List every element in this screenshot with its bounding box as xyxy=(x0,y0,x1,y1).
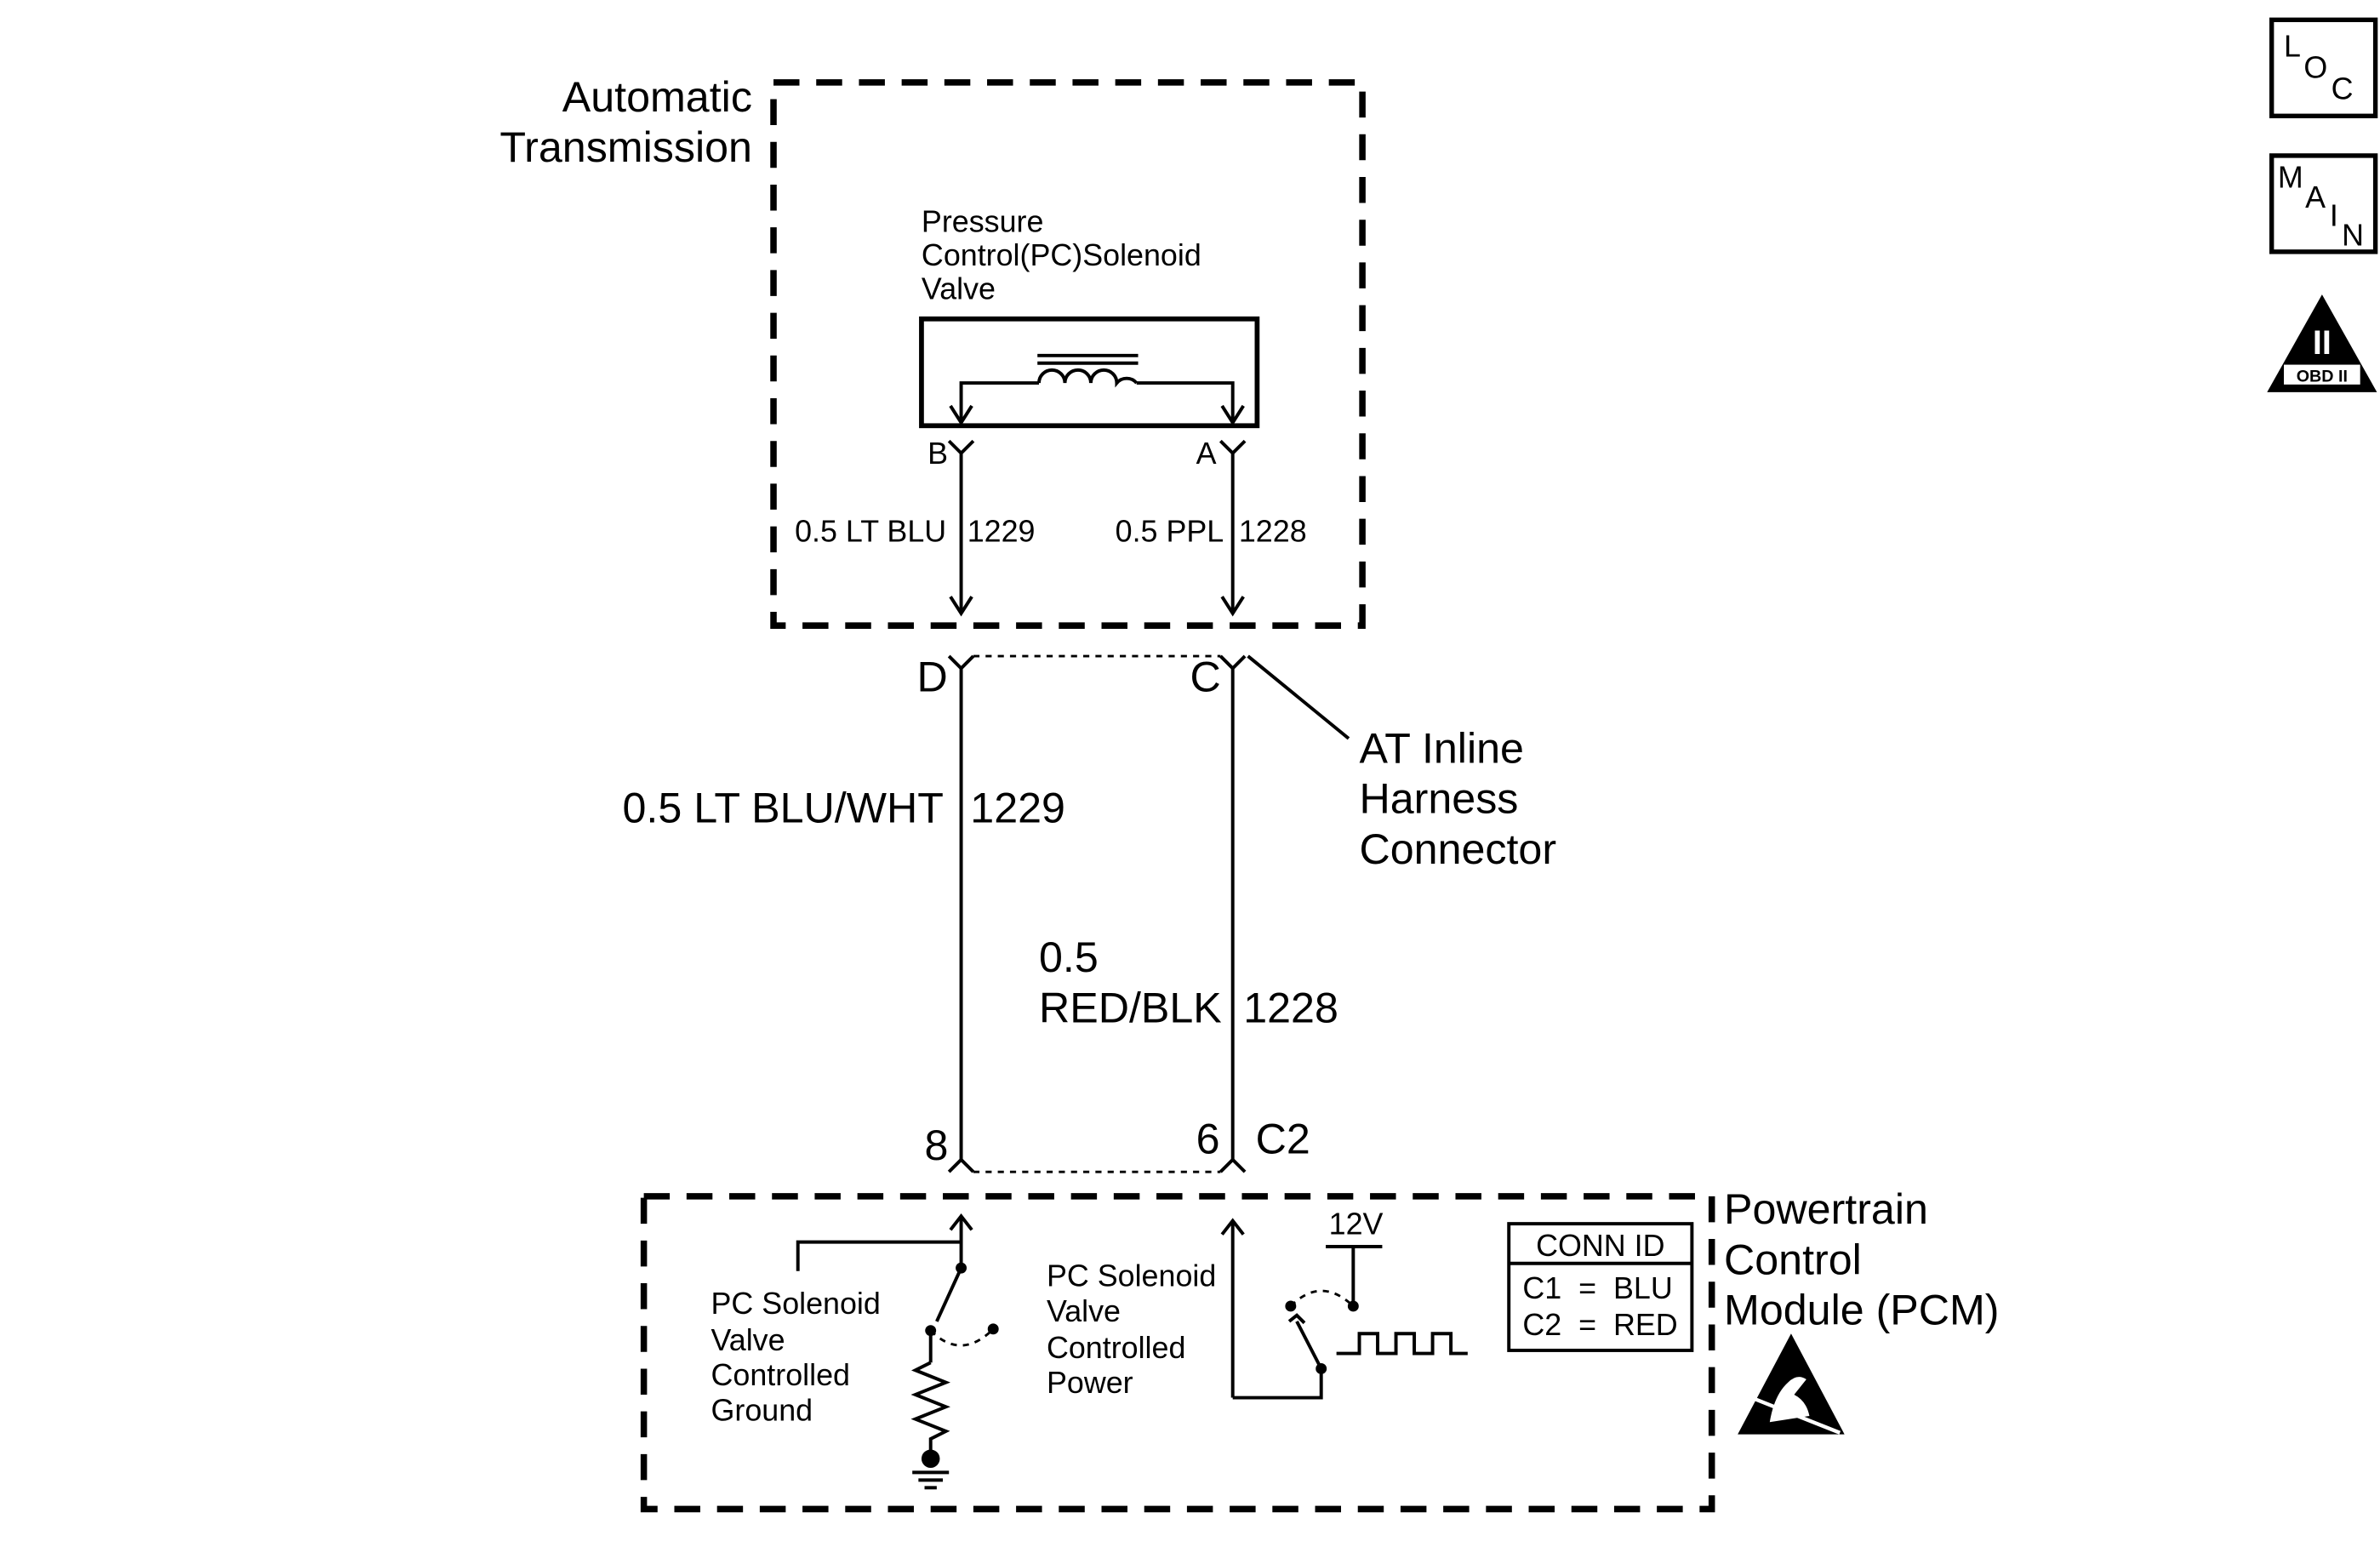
wire-outer-right-circuit: 1228 xyxy=(1243,984,1338,1031)
pcm-connector-c2[interactable]: 8 6 C2 xyxy=(925,1116,1310,1173)
terminal-b-icon xyxy=(947,439,975,456)
wire-outer-right-color-line1: 0.5 xyxy=(1039,933,1099,981)
wire-outer-left-circuit: 1229 xyxy=(970,785,1065,832)
wire-1229-inner[interactable] xyxy=(949,453,973,617)
inline-pin-c: C xyxy=(1190,653,1221,700)
ground-label-line2: Valve xyxy=(711,1323,785,1357)
transmission-title-line2: Transmission xyxy=(499,123,752,171)
transmission-title-line1: Automatic xyxy=(562,73,752,121)
solenoid-label-line1: Pressure xyxy=(922,205,1043,239)
main-letter-a: A xyxy=(2305,180,2326,214)
inline-connector-label-line1: AT Inline xyxy=(1360,725,1524,773)
up-arrow-icon-power xyxy=(1220,1218,1245,1236)
pwm-signal-icon xyxy=(1336,1332,1468,1356)
wire-outer-left-color: 0.5 LT BLU/WHT xyxy=(623,785,944,832)
loc-letter-c: C xyxy=(2331,72,2354,106)
pcm-pin-6: 6 xyxy=(1196,1116,1220,1163)
inline-pin-c-terminal xyxy=(1219,654,1247,671)
solenoid-label-line2: Control(PC)Solenoid xyxy=(922,238,1201,272)
inline-pin-d-terminal xyxy=(947,654,975,671)
up-arrow-icon xyxy=(949,1213,973,1231)
solenoid-pin-a: A xyxy=(1196,437,1217,471)
power-label-line1: PC Solenoid xyxy=(1047,1259,1216,1293)
automatic-transmission-box: Automatic Transmission xyxy=(499,73,1366,629)
power-label-line2: Valve xyxy=(1047,1294,1121,1328)
ground-icon xyxy=(912,1470,950,1490)
connector-id-table: CONN ID C1 = BLU C2 = RED xyxy=(1507,1222,1694,1352)
pc-solenoid-valve[interactable]: Pressure Control(PC)Solenoid Valve B A xyxy=(919,205,1260,471)
wire-inner-right-color: 0.5 PPL xyxy=(1116,515,1224,549)
loc-letter-o: O xyxy=(2303,50,2327,84)
pcm-title-line2: Control xyxy=(1724,1236,1862,1283)
solenoid-label-line3: Valve xyxy=(922,271,996,305)
main-letter-m: M xyxy=(2278,161,2303,195)
wire-outer-right-color-line2: RED/BLK xyxy=(1039,984,1222,1031)
pcm-pin-6-terminal xyxy=(1219,1157,1247,1173)
at-inline-harness-connector[interactable]: D C AT Inline Harness Connector xyxy=(917,653,1557,873)
transmission-boundary xyxy=(770,79,1366,629)
voltage-label: 12V xyxy=(1329,1207,1384,1241)
pcm-box: Powertrain Control Module (PCM) xyxy=(640,1185,2000,1513)
esd-sensitive-warning-icon xyxy=(1738,1333,1845,1435)
ground-label-line1: PC Solenoid xyxy=(711,1287,881,1321)
wire-1228-inner[interactable] xyxy=(1220,453,1245,617)
inline-connector-leader xyxy=(1247,654,1350,740)
conn-id-row-c2: C2 = RED xyxy=(1522,1308,1677,1342)
controlled-power-circuit: 12V PC Solenoid Valve Controlled Power xyxy=(1047,1207,1468,1400)
terminal-a-icon xyxy=(1219,439,1247,456)
wire-inner-right-circuit: 1228 xyxy=(1239,515,1307,549)
wire-inner-left-color: 0.5 LT BLU xyxy=(795,515,946,549)
main-button[interactable]: M A I N xyxy=(2269,153,2378,254)
inline-pin-d: D xyxy=(917,653,948,700)
conn-id-row-c1: C1 = BLU xyxy=(1522,1271,1672,1305)
main-letter-i: I xyxy=(2330,198,2338,232)
conn-id-header: CONN ID xyxy=(1536,1229,1664,1263)
wire-inner-left-circuit: 1229 xyxy=(967,515,1036,549)
pcm-title-line3: Module (PCM) xyxy=(1724,1286,1999,1333)
inline-connector-label-line3: Connector xyxy=(1360,825,1557,873)
resistor-icon xyxy=(910,1361,950,1456)
inline-connector-label-line2: Harness xyxy=(1360,775,1519,823)
pcm-title-line1: Powertrain xyxy=(1724,1185,1928,1233)
power-label-line4: Power xyxy=(1047,1366,1133,1400)
loc-letter-l: L xyxy=(2284,29,2301,63)
obd-label: OBD II xyxy=(2297,367,2348,385)
obd-ii-button[interactable]: II OBD II xyxy=(2267,294,2377,392)
solenoid-body xyxy=(919,316,1260,429)
power-label-line3: Controlled xyxy=(1047,1331,1185,1365)
pcm-pin-8: 8 xyxy=(925,1122,949,1169)
loc-button[interactable]: L O C xyxy=(2269,17,2378,118)
ground-label-line4: Ground xyxy=(711,1393,813,1427)
main-letter-n: N xyxy=(2342,219,2364,253)
solenoid-pin-b: B xyxy=(927,437,948,471)
solenoid-coil-icon xyxy=(949,353,1245,426)
ground-label-line3: Controlled xyxy=(711,1358,850,1392)
controlled-ground-circuit: PC Solenoid Valve Controlled Ground xyxy=(711,1213,999,1490)
pcm-connector-id: C2 xyxy=(1256,1116,1310,1163)
pcm-boundary xyxy=(640,1193,1715,1513)
obd-numeral: II xyxy=(2313,324,2331,362)
pcm-pin-8-terminal xyxy=(947,1157,975,1173)
